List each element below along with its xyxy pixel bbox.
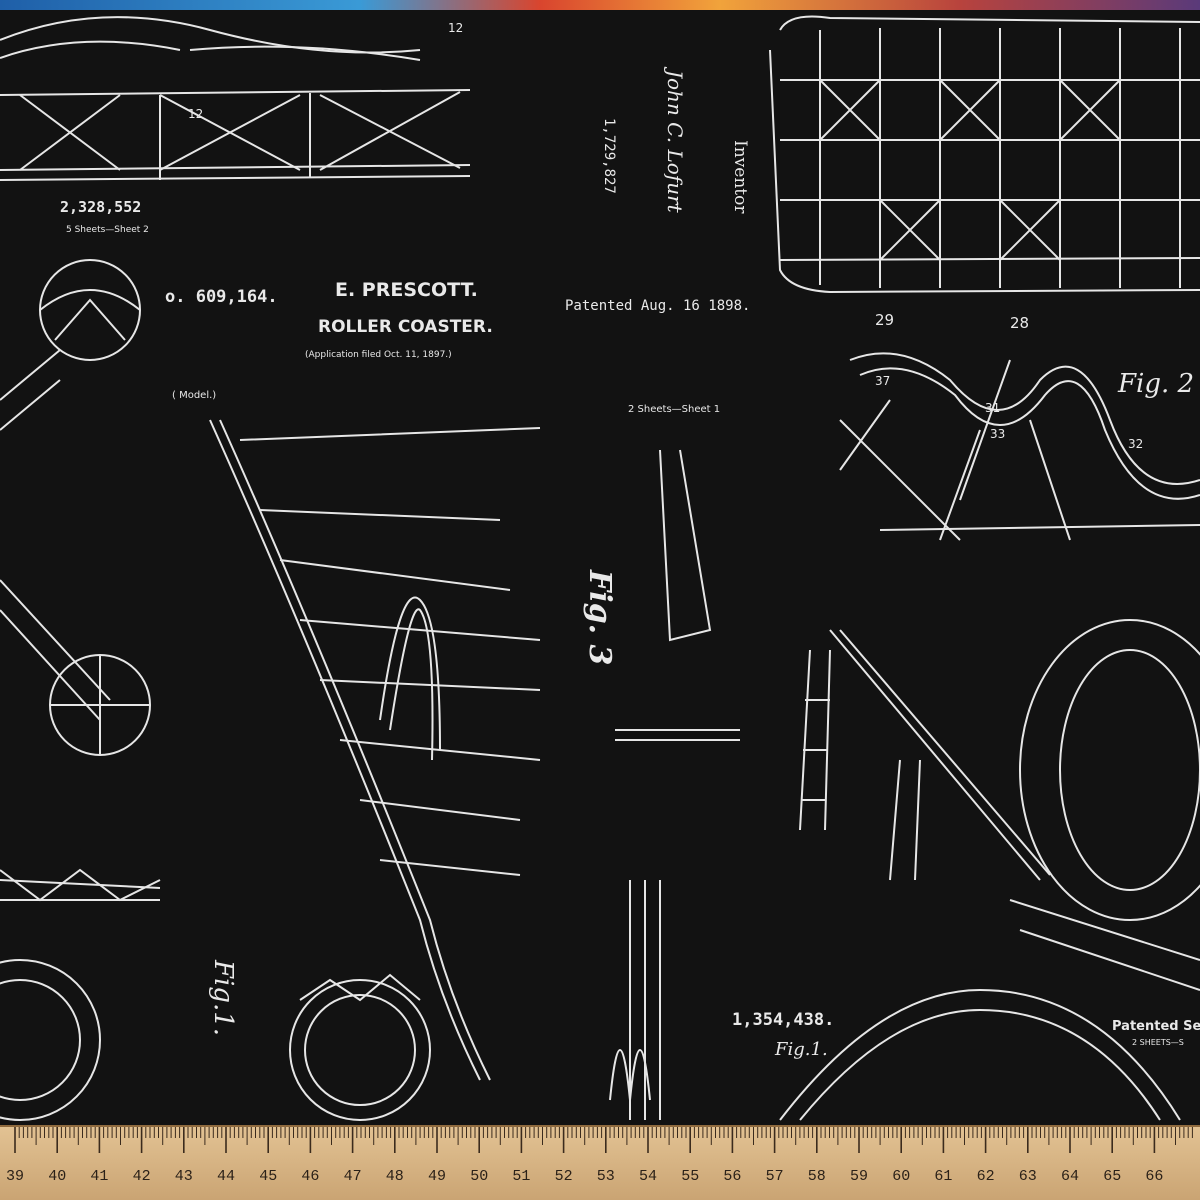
inventor-name: E. PRESCOTT.	[335, 279, 478, 301]
coaster-wave-drawing-right	[839, 352, 1200, 541]
ruler-number: 46	[301, 1168, 319, 1185]
ruler-number: 47	[344, 1168, 362, 1185]
model-note: ( Model.)	[172, 390, 216, 401]
ruler-number: 45	[259, 1168, 277, 1185]
ruler-number: 64	[1061, 1168, 1079, 1185]
fabric-background	[0, 10, 1200, 1125]
ruler-number: 41	[90, 1168, 108, 1185]
ruler-number: 62	[977, 1168, 995, 1185]
fig-1-left-label: Fig.1.	[208, 959, 238, 1036]
patent-number-bottom: 1,354,438.	[732, 1010, 834, 1030]
ruler-number: 58	[808, 1168, 826, 1185]
ref-number: 28	[1010, 314, 1029, 332]
ruler-number: 51	[512, 1168, 530, 1185]
ruler-ticks	[14, 1127, 1193, 1153]
application-note: (Application filed Oct. 11, 1897.)	[305, 350, 452, 360]
ruler-body	[0, 1125, 1200, 1200]
tunnel-drawing-top-right	[769, 15, 1200, 294]
ruler-number: 40	[48, 1168, 66, 1185]
ruler-number: 63	[1019, 1168, 1037, 1185]
patent-texts: 2,328,552 5 Sheets—Sheet 2 o. 609,164. E…	[60, 21, 1200, 1060]
patent-number-top-left: 2,328,552	[60, 198, 141, 216]
patent-number-left: o. 609,164.	[165, 287, 278, 307]
ruler-numbers: 39 40 41 42 43 44 45 46 47 48 49 50 51 52 53 54 55 56 57 58…	[6, 1168, 1163, 1185]
ruler-number: 57	[766, 1168, 784, 1185]
left-tower-drawing	[0, 349, 161, 1121]
ruler-number: 65	[1103, 1168, 1121, 1185]
fig-1-bottom-label: Fig.1.	[774, 1039, 828, 1060]
coaster-drawing-center	[209, 419, 541, 1121]
vertical-signature: John C. Lofurt	[663, 66, 687, 214]
ref-number: 31	[985, 401, 1000, 415]
ruler-number: 66	[1145, 1168, 1163, 1185]
vertical-number: 1,729,827	[601, 118, 617, 194]
ruler-number: 43	[175, 1168, 193, 1185]
ruler-number: 56	[723, 1168, 741, 1185]
loop-drawing-right	[779, 619, 1200, 1121]
ruler-number: 59	[850, 1168, 868, 1185]
ruler-number: 39	[6, 1168, 24, 1185]
ref-number: 32	[1128, 437, 1143, 451]
patent-date: Patented Aug. 16 1898.	[565, 298, 750, 314]
ruler-number: 61	[934, 1168, 952, 1185]
sheet-note-right: 2 SHEETS—S	[1132, 1038, 1184, 1047]
ruler-number: 44	[217, 1168, 235, 1185]
ref-number: 33	[990, 427, 1005, 441]
ref-number: 12	[188, 107, 203, 121]
vertical-label: Inventor	[730, 140, 750, 214]
ruler-number: 49	[428, 1168, 446, 1185]
ruler-number: 53	[597, 1168, 615, 1185]
ruler-number: 55	[681, 1168, 699, 1185]
fig-3-label: Fig. 3	[582, 569, 617, 665]
sheet-note-top-left: 5 Sheets—Sheet 2	[66, 225, 149, 235]
ruler-number: 54	[639, 1168, 657, 1185]
ref-number: 12	[448, 21, 463, 35]
invention-title: ROLLER COASTER.	[318, 317, 493, 337]
left-round-drawing	[39, 259, 141, 361]
ruler-number: 60	[892, 1168, 910, 1185]
ruler-number: 50	[470, 1168, 488, 1185]
ruler-number: 42	[133, 1168, 151, 1185]
ref-number: 37	[875, 374, 890, 388]
ruler-number: 48	[386, 1168, 404, 1185]
sheet-note-center: 2 Sheets—Sheet 1	[628, 404, 720, 415]
patent-date-right: Patented Sept. 2	[1112, 1019, 1200, 1034]
fig-2-right-label: Fig. 2	[1117, 369, 1194, 399]
ruler-number: 52	[555, 1168, 573, 1185]
truss-drawing-top-left	[0, 16, 471, 181]
measuring-ruler: 39 40 41 42 43 44 45 46 47 48 49 50 51 52 53 54 55 56 57 58…	[0, 1125, 1200, 1200]
blueprint-drawings	[0, 15, 1200, 1121]
ref-number: 29	[875, 311, 894, 329]
rail-drawing-center	[609, 449, 740, 1120]
